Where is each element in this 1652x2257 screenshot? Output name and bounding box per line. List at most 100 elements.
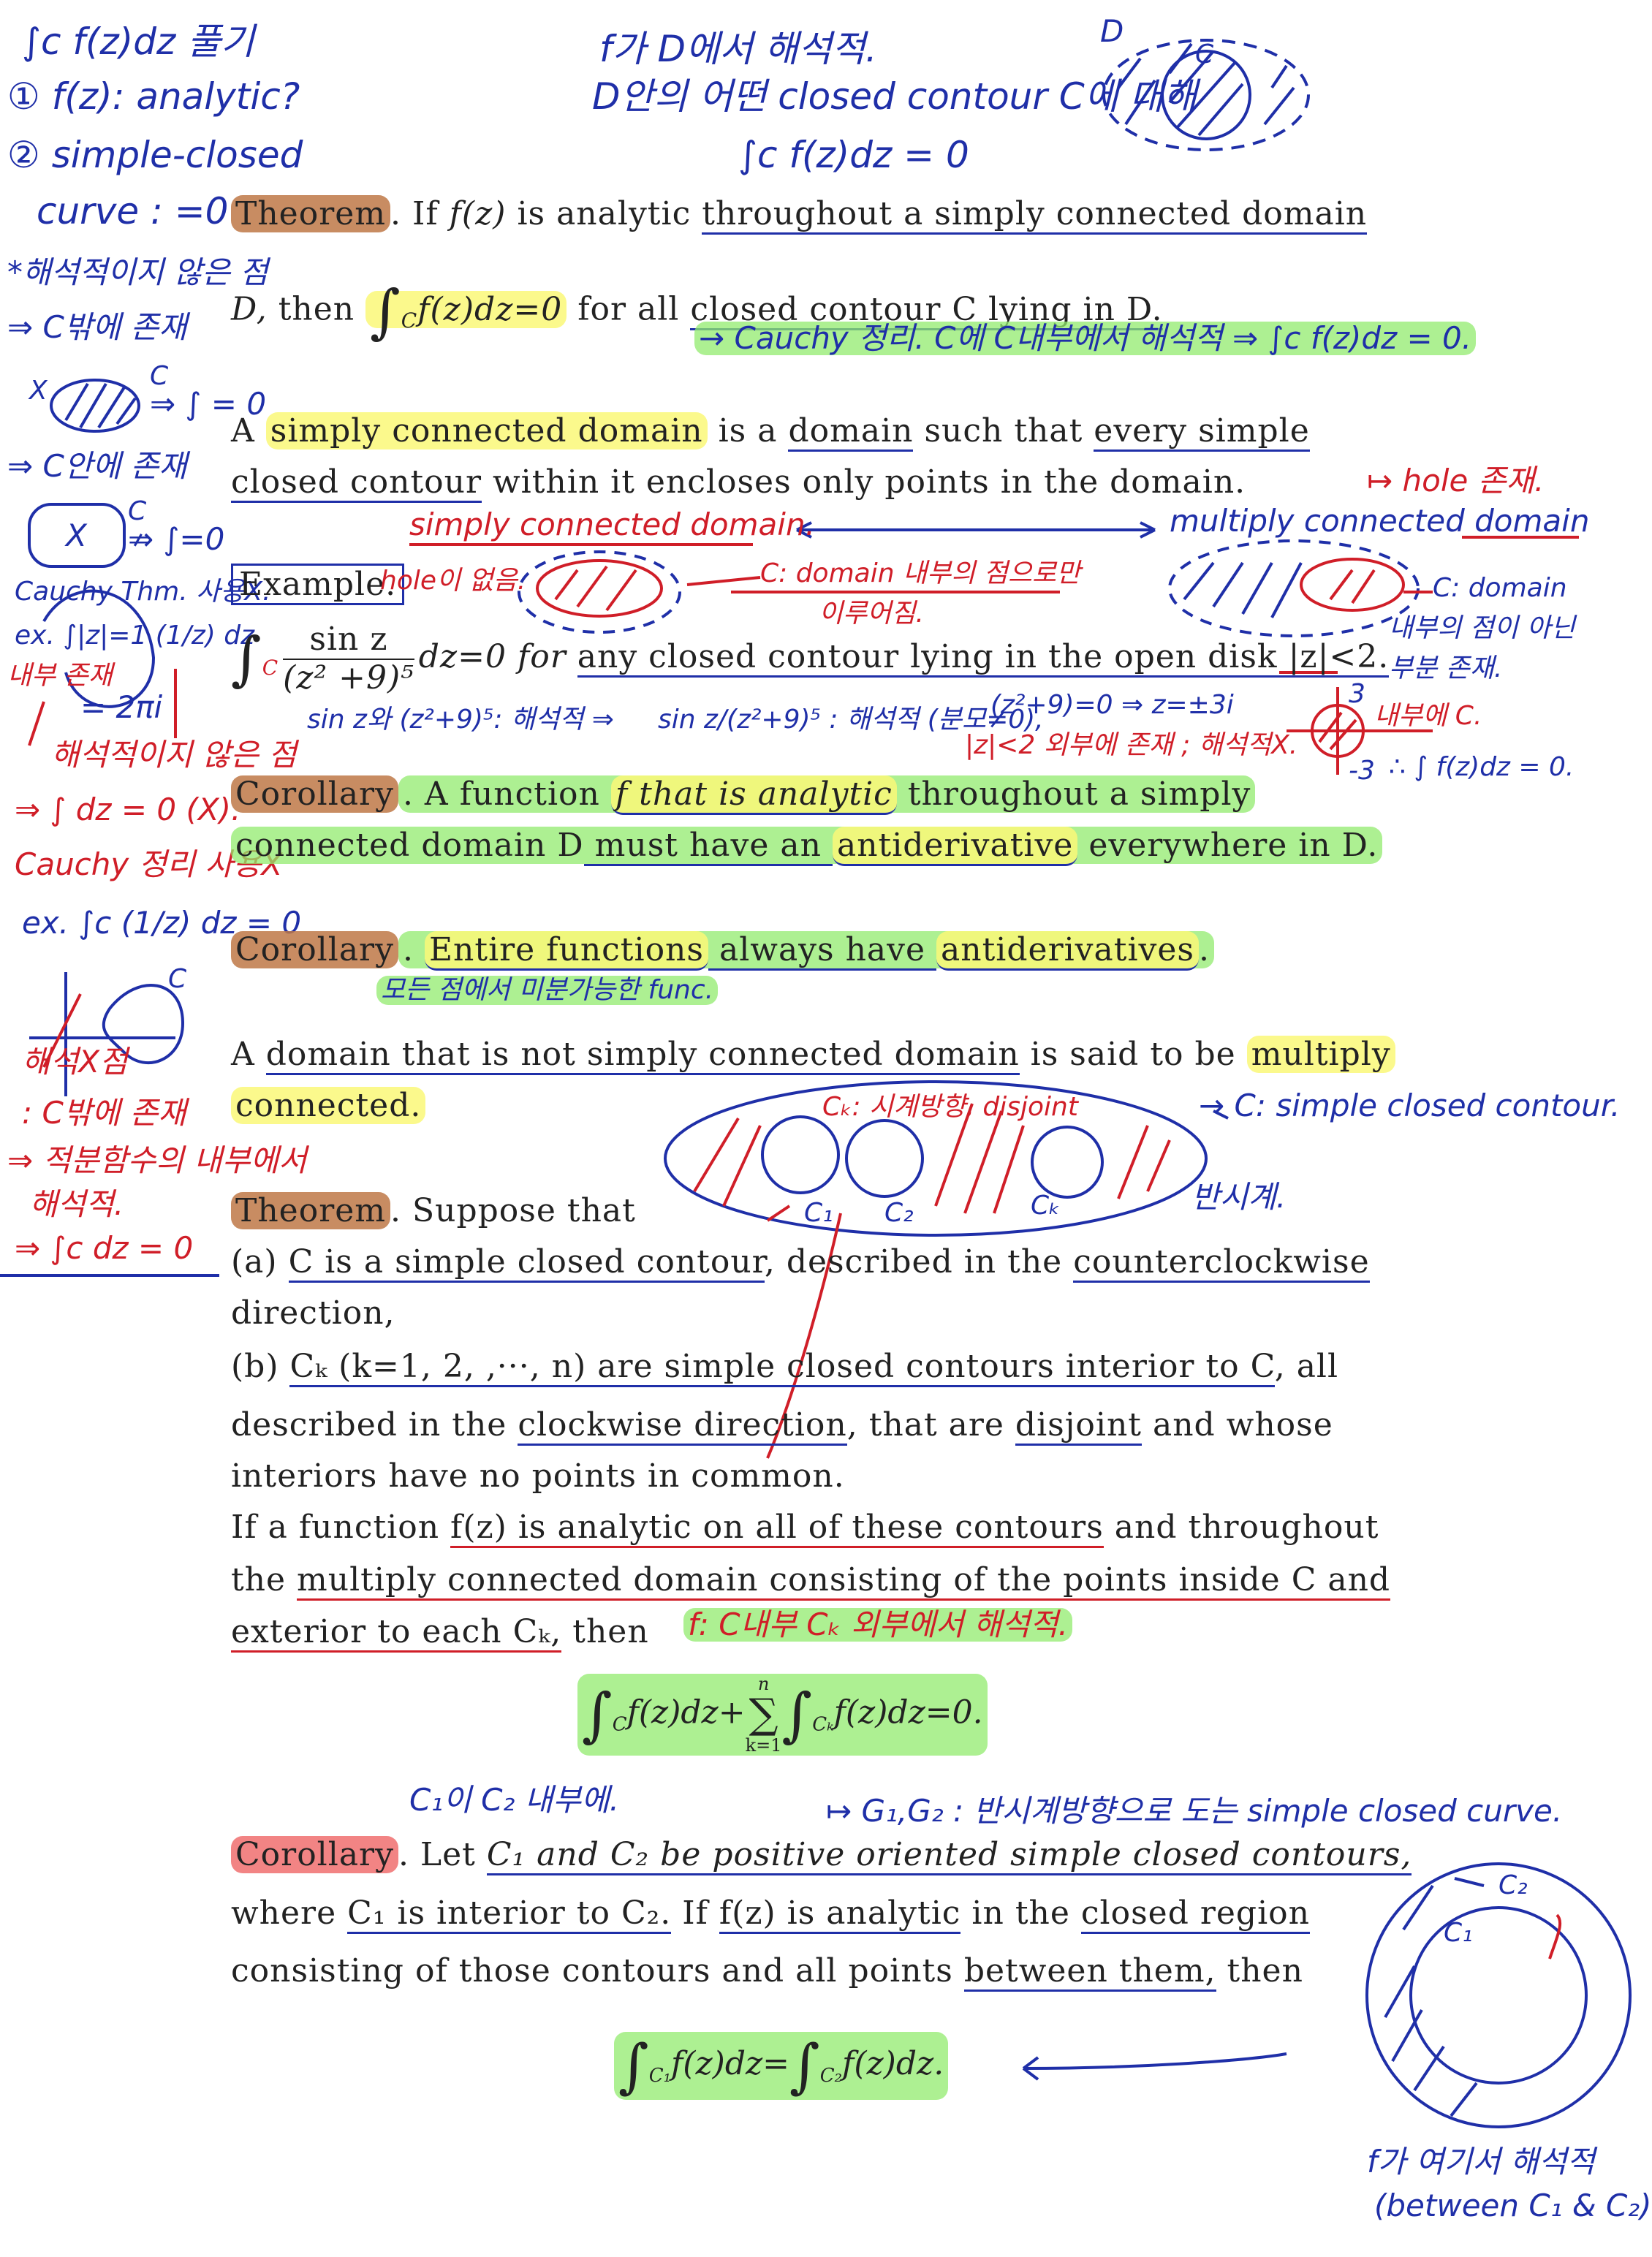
note-c-domain-interior: C: domain 내부의 점으로만 xyxy=(760,558,1081,588)
theorem2-if-line1: If a function f(z) is analytic on all of… xyxy=(231,1509,1379,1548)
note-left-outside: ⇒ C밖에 존재 xyxy=(7,309,187,345)
theorem1-line1: Theorem. If f(z) is analytic throughout … xyxy=(231,195,1368,235)
note-left-outside2: : C밖에 존재 xyxy=(22,1095,186,1131)
example-fraction: sin z(z² +9)⁵ xyxy=(283,621,414,697)
note-simply-label: simply connected domain. xyxy=(409,507,815,542)
note-top-left-2: ① f(z): analytic? xyxy=(7,75,300,118)
note-no-hole: hole이 없음. xyxy=(380,566,526,596)
note-c2: C₂ xyxy=(884,1198,914,1228)
theorem2-a-line2: direction, xyxy=(231,1294,395,1332)
ring-sketch xyxy=(1022,1862,1632,2128)
theorem2-b-line3: interiors have no points in common. xyxy=(231,1457,845,1495)
note-c1: C₁ xyxy=(804,1198,833,1228)
note-left-x2: X xyxy=(66,517,87,553)
note-minus-three: -3 xyxy=(1349,756,1375,786)
theorem1-integral: ∫Cf(z)dz=0 xyxy=(365,278,567,345)
note-ck: Cₖ xyxy=(1031,1191,1061,1221)
definition1-line2: closed contour within it encloses only p… xyxy=(231,463,1246,503)
theorem1-line2: D, then ∫Cf(z)dz=0 for all closed contou… xyxy=(231,277,1163,345)
note-left-inside: ⇒ C안에 존재 xyxy=(7,448,187,484)
note-frac-analytic: sin z/(z²+9)⁵ : 해석적 (분모≠0), xyxy=(658,705,1044,735)
note-outside-disk: |z|<2 외부에 존재 ; 해석적X. xyxy=(965,730,1298,760)
theorem2-b-line1: (b) Cₖ (k=1, 2, ,···, n) are simple clos… xyxy=(231,1348,1338,1387)
note-left-c2: C xyxy=(128,496,147,526)
note-left-eq0: ⇒ ∫ = 0 xyxy=(150,386,267,422)
example-label-line: Example. xyxy=(231,564,405,605)
note-f-analytic-region: f: C내부 Cₖ 외부에서 해석적. xyxy=(683,1607,1072,1642)
note-top-center-1: f가 D에서 해석적. xyxy=(599,28,877,70)
note-c-domain: C: domain xyxy=(1433,573,1567,603)
theorem2-b-line2: described in the clockwise direction, th… xyxy=(231,1406,1333,1446)
note-differentiable: 모든 점에서 미분가능한 func. xyxy=(376,976,719,1005)
note-not-interior: 내부의 점이 아닌 xyxy=(1389,613,1575,643)
note-left-c3: C xyxy=(168,964,187,994)
corollary3-label: Corollary xyxy=(231,1836,398,1873)
theorem2-formula: ∫Cf(z)dz+n∑k=1∫Cₖf(z)dz=0. xyxy=(577,1674,988,1756)
theorem1-label: Theorem xyxy=(231,195,391,232)
note-left-analytic-pt: 해석X점 xyxy=(22,1044,128,1080)
note-left-nonanalytic: *해석적이지 않은 점 xyxy=(7,254,268,290)
left-contour-sketch-1 xyxy=(28,379,185,1096)
theorem2-a-line1: (a) C is a simple closed contour, descri… xyxy=(231,1243,1370,1283)
note-ring-c1: C₁ xyxy=(1444,1918,1473,1948)
note-left-analytic: 해석적. xyxy=(29,1186,124,1222)
multiply-connected-sketch xyxy=(664,1080,1229,1459)
note-left-integrand: ⇒ 적분함수의 내부에서 xyxy=(7,1142,307,1178)
left-red-arrows xyxy=(0,669,219,1277)
disk-sketch xyxy=(1279,671,1433,775)
note-c-simple: → C: simple closed contour. xyxy=(1199,1088,1621,1123)
note-left-cauchy-no: Cauchy Thm. 사용X. xyxy=(15,577,271,607)
note-top-left-4: curve : =0 xyxy=(37,190,229,232)
note-left-2pii: = 2πi xyxy=(80,689,163,725)
corollary3-line3: consisting of those contours and all poi… xyxy=(231,1952,1303,1992)
note-ring-f2: (between C₁ & C₂) xyxy=(1374,2188,1652,2223)
theorem2-label: Theorem xyxy=(231,1192,391,1229)
note-left-interior: 내부 존재 xyxy=(7,661,113,691)
handwriting-sketches xyxy=(0,39,1632,2128)
corollary1-line2: connected domain D must have an antideri… xyxy=(231,827,1383,866)
note-g1g2: ↦ G₁,G₂ : 반시계방향으로 도는 simple closed curve… xyxy=(826,1793,1563,1829)
note-left-result: ⇒ ∫c dz = 0 xyxy=(15,1230,194,1266)
corollary3-line1: Corollary. Let C₁ and C₂ be positive ori… xyxy=(231,1836,1412,1875)
note-cauchy: → Cauchy 정리. C에 C내부에서 해석적 ⇒ ∫c f(z)dz = … xyxy=(694,321,1477,356)
note-part-exists: 부분 존재. xyxy=(1389,653,1503,683)
note-left-c1: C xyxy=(150,361,169,391)
note-roots: (z²+9)=0 ⇒ z=±3i xyxy=(990,690,1234,720)
note-c1-inside-c2: C₁이 C₂ 내부에. xyxy=(409,1782,619,1818)
theorem2-if-line3: exterior to each Cₖ, then xyxy=(231,1613,649,1653)
note-ring-c2: C₂ xyxy=(1498,1870,1528,1900)
definition2-line2: connected. xyxy=(231,1087,426,1125)
note-top-center-2: D안의 어떤 closed contour C에 대해 xyxy=(592,75,1197,118)
note-top-right-c: C xyxy=(1195,39,1214,69)
note-left-x1: X xyxy=(29,376,48,406)
note-left-ex1: ex. ∫|z|=1 (1/z) dz xyxy=(15,621,254,650)
note-counterclockwise: 반시계. xyxy=(1191,1179,1287,1215)
theorem2-intro-line: Theorem. Suppose that xyxy=(231,1192,636,1230)
corollary3-line2: where C₁ is interior to C₂. If f(z) is a… xyxy=(231,1894,1310,1934)
note-left-int-dz: ⇒ ∫ dz = 0 (X). xyxy=(15,792,241,827)
note-therefore-zero: ∴ ∫ f(z)dz = 0. xyxy=(1389,752,1575,782)
corollary1-line1: Corollary. A function f that is analytic… xyxy=(231,775,1256,815)
note-inner-c: 내부에 C. xyxy=(1374,701,1482,731)
note-top-right-d: D xyxy=(1100,13,1124,49)
example-label: Example. xyxy=(231,564,405,605)
note-three: 3 xyxy=(1349,679,1365,709)
corollary2-label: Corollary xyxy=(231,931,398,968)
simply-vs-multiply-sketches xyxy=(409,521,1579,637)
note-multiply-label: multiply connected domain xyxy=(1170,503,1590,539)
corollary3-formula: ∫C₁f(z)dz=∫C₂f(z)dz. xyxy=(614,2032,949,2100)
note-left-neq0: ⇏ ∫=0 xyxy=(128,521,225,557)
note-left-nonanalytic2: 해석적이지 않은 점 xyxy=(51,737,297,773)
note-sin-analytic: sin z와 (z²+9)⁵: 해석적 ⇒ xyxy=(307,705,614,735)
corollary2-line: Corollary. Entire functions always have … xyxy=(231,931,1215,971)
definition1-line1: A simply connected domain is a domain su… xyxy=(231,412,1310,452)
theorem2-if-line2: the multiply connected domain consisting… xyxy=(231,1561,1391,1601)
note-made-of: 이루어짐. xyxy=(819,599,924,629)
note-top-left-3: ② simple-closed xyxy=(7,134,303,176)
note-ck-clockwise: Cₖ: 시계방향, disjoint xyxy=(822,1092,1078,1122)
note-top-left-1: ∫c f(z)dz 풀기 xyxy=(22,20,255,63)
note-hole-exists: ↦ hole 존재. xyxy=(1367,463,1545,498)
corollary1-label: Corollary xyxy=(231,775,398,813)
lecture-page: ∫c f(z)dz 풀기 ① f(z): analytic? ② simple-… xyxy=(0,13,1652,2223)
